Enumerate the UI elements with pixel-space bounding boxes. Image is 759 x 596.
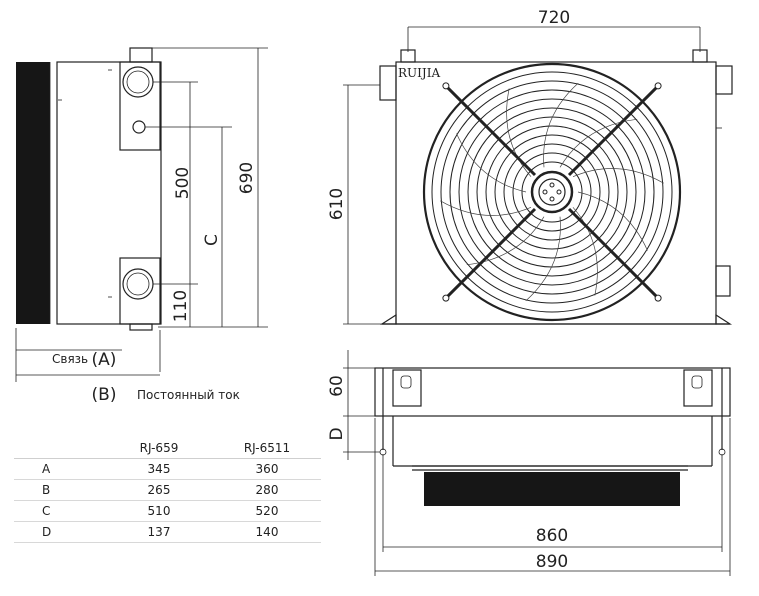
table-row: D 137 140 — [14, 521, 321, 543]
fan-strut — [444, 207, 537, 300]
fan-blade — [572, 207, 598, 296]
top-fin-core — [424, 472, 680, 506]
fan-strut — [567, 207, 660, 300]
table-cell: 280 — [213, 479, 321, 501]
fan-hub-bolt — [549, 196, 555, 202]
fan-mount-point — [654, 82, 662, 90]
fan-ring — [449, 89, 655, 295]
table-header-cell — [14, 438, 105, 459]
fan-ring — [476, 116, 628, 268]
bottom-port-icon — [122, 268, 154, 300]
label-a-note: Связь — [52, 352, 89, 366]
table-cell: 265 — [105, 479, 213, 501]
front-view: 720 RUIJIA 610 — [327, 8, 733, 325]
dim-610-label: 610 — [327, 188, 347, 220]
drain-port-icon — [132, 120, 146, 134]
fan-ring — [521, 161, 583, 223]
side-housing — [56, 61, 162, 325]
dim-500-label: 500 — [173, 167, 193, 199]
fan-ring — [467, 107, 637, 277]
fan-blade — [506, 88, 532, 177]
table-header-cell: RJ-659 — [105, 438, 213, 459]
fan-blade — [543, 82, 579, 168]
dim-d-label: D — [327, 427, 347, 440]
fan-blade — [559, 118, 638, 168]
fan-ring — [458, 98, 646, 286]
dim-110-label: 110 — [171, 290, 191, 322]
fan-blade — [572, 168, 664, 184]
fan-ring — [494, 134, 610, 250]
dim-720-label: 720 — [538, 8, 570, 28]
side-view: 500 690 C 110 (A) (B) — [15, 47, 268, 405]
dim-890-label: 890 — [536, 552, 568, 572]
table-cell: 510 — [105, 500, 213, 522]
top-view: 60 D 860 890 — [327, 350, 731, 576]
fan-blade — [456, 133, 527, 193]
fan-blade — [466, 216, 545, 266]
fan-hub — [530, 170, 574, 214]
bottom-port-flange — [119, 257, 161, 325]
spec-table: RJ-659 RJ-6511 A 345 360 B 265 280 C 510… — [14, 438, 321, 543]
table-row: B 265 280 — [14, 479, 321, 501]
table-cell: 520 — [213, 500, 321, 522]
top-housing — [374, 367, 731, 417]
table-cell: D — [14, 521, 105, 543]
fan-ring — [485, 125, 619, 259]
table-header-row: RJ-659 RJ-6511 — [14, 438, 321, 459]
fan-ring — [503, 143, 601, 241]
fan-guard-icon — [422, 62, 682, 322]
fan-hub-bolt — [556, 189, 562, 195]
brand-label: RUIJIA — [398, 66, 440, 80]
table-cell: A — [14, 458, 105, 480]
fan-mount-point — [442, 294, 450, 302]
top-port-icon — [122, 66, 154, 98]
dim-b-label: (B) — [92, 385, 117, 405]
table-row: C 510 520 — [14, 500, 321, 522]
table-cell: C — [14, 500, 105, 522]
dim-c-label: C — [202, 234, 222, 246]
dim-a-label: (A) — [92, 350, 117, 370]
table-header-cell: RJ-6511 — [213, 438, 321, 459]
dim-690-label: 690 — [237, 162, 257, 194]
fan-ring — [431, 71, 673, 313]
fan-blade — [577, 191, 648, 251]
fan-hub-bolt — [549, 182, 555, 188]
table-cell: 360 — [213, 458, 321, 480]
dim-60-label: 60 — [327, 375, 347, 397]
fan-ring — [512, 152, 592, 232]
top-port-flange — [119, 61, 161, 151]
fan-hub-bolt — [542, 189, 548, 195]
fan-mount-point — [442, 82, 450, 90]
fan-strut — [444, 84, 537, 177]
label-b-note: Постоянный ток — [137, 388, 240, 402]
fan-blade — [525, 216, 561, 302]
fan-ring — [440, 80, 664, 304]
table-cell: 140 — [213, 521, 321, 543]
table-cell: B — [14, 479, 105, 501]
table-cell: 345 — [105, 458, 213, 480]
fin-core — [16, 62, 50, 324]
fan-outer-ring — [422, 62, 682, 322]
table-cell: 137 — [105, 521, 213, 543]
fan-hub-inner — [538, 178, 566, 206]
fan-strut — [567, 84, 660, 177]
dim-860-label: 860 — [536, 526, 568, 546]
fan-mount-point — [654, 294, 662, 302]
table-row: A 345 360 — [14, 458, 321, 480]
fan-blade — [440, 200, 532, 216]
